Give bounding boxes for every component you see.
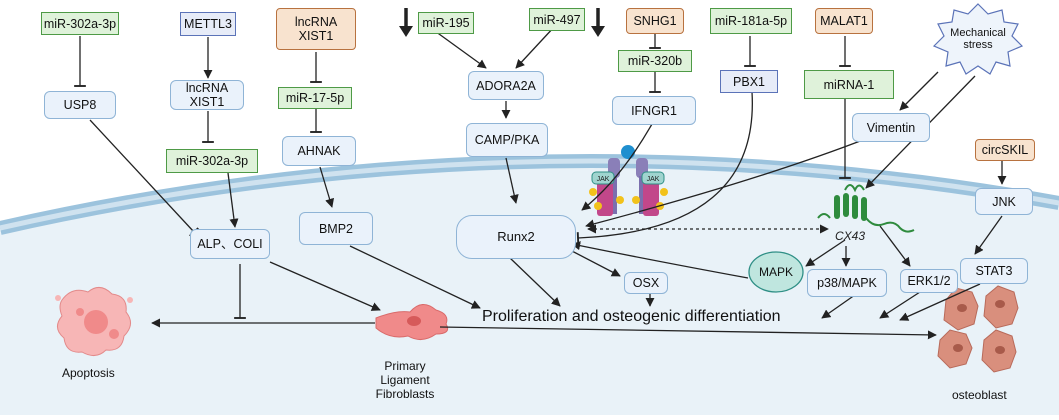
camp-pka-box: CAMP/PKA xyxy=(466,123,548,157)
mechanical-stress-text: Mechanical stress xyxy=(950,27,1006,51)
usp8-box: USP8 xyxy=(44,91,116,119)
osteoblast-label: osteoblast xyxy=(952,388,1007,402)
adora2a-box: ADORA2A xyxy=(468,71,544,100)
lncrna-xist1-mid-box: lncRNA XIST1 xyxy=(170,80,244,110)
pbx1-box: PBX1 xyxy=(720,70,778,93)
fibroblast-cell-icon xyxy=(375,304,449,340)
lncrna-xist1-mid-text: lncRNA XIST1 xyxy=(185,81,229,109)
mapk-ellipse xyxy=(748,251,804,293)
stat3-box: STAT3 xyxy=(960,258,1028,284)
snhg1-box: SNHG1 xyxy=(626,8,684,34)
cx43-label: CX43 xyxy=(835,229,865,243)
mir-181a-5p-box: miR-181a-5p xyxy=(710,8,792,34)
apoptosis-label: Apoptosis xyxy=(62,366,115,380)
mir-17-5p-box: miR-17-5p xyxy=(278,87,352,109)
fibroblasts-label: Primary Ligament Fibroblasts xyxy=(369,359,441,401)
bmp2-box: BMP2 xyxy=(299,212,373,245)
osx-box: OSX xyxy=(624,272,668,294)
erk12-box: ERK1/2 xyxy=(900,269,958,293)
mapk-label: MAPK xyxy=(759,265,793,279)
ifngr1-box: IFNGR1 xyxy=(612,96,696,125)
mir-302a-3p-top-box: miR-302a-3p xyxy=(41,12,119,35)
mechanical-stress-label: Mechanical stress xyxy=(944,27,1012,51)
jnk-box: JNK xyxy=(975,188,1033,215)
mir-497-box: miR-497 xyxy=(529,8,585,31)
circskil-box: circSKIL xyxy=(975,139,1035,161)
jak-left-label: JAK xyxy=(597,176,610,183)
malat1-box: MALAT1 xyxy=(815,8,873,34)
downregulation-arrow-icon xyxy=(399,8,413,37)
runx2-box: Runx2 xyxy=(456,215,576,259)
mettl3-box: METTL3 xyxy=(180,12,236,36)
p38-mapk-box: p38/MAPK xyxy=(807,269,887,297)
cx43-channel-icon: CX43 xyxy=(817,184,915,243)
proliferation-label: Proliferation and osteogenic differentia… xyxy=(482,308,781,325)
connectors xyxy=(74,25,1007,340)
ahnak-box: AHNAK xyxy=(282,136,356,166)
ifngr1-receptor-icon: JAK JAK xyxy=(589,145,668,216)
mechanical-stress-starburst xyxy=(932,3,1024,75)
lncrna-xist1-top-box: lncRNA XIST1 xyxy=(276,8,356,50)
alp-coli-box: ALP、COLI xyxy=(190,229,270,259)
mir-320b-box: miR-320b xyxy=(618,50,692,72)
mir-195-box: miR-195 xyxy=(418,12,474,34)
mir-302a-3p-mid-box: miR-302a-3p xyxy=(166,149,258,173)
lncrna-xist1-top-text: lncRNA XIST1 xyxy=(294,15,338,43)
osteoblast-cluster-icon xyxy=(937,285,1019,373)
mirna-1-box: miRNA-1 xyxy=(804,70,894,99)
downregulation-arrow-icon xyxy=(591,8,605,37)
vimentin-box: Vimentin xyxy=(852,113,930,142)
apoptotic-cell-icon xyxy=(55,287,133,356)
jak-right-label: JAK xyxy=(647,176,660,183)
fibroblasts-text: Primary Ligament Fibroblasts xyxy=(375,359,435,401)
